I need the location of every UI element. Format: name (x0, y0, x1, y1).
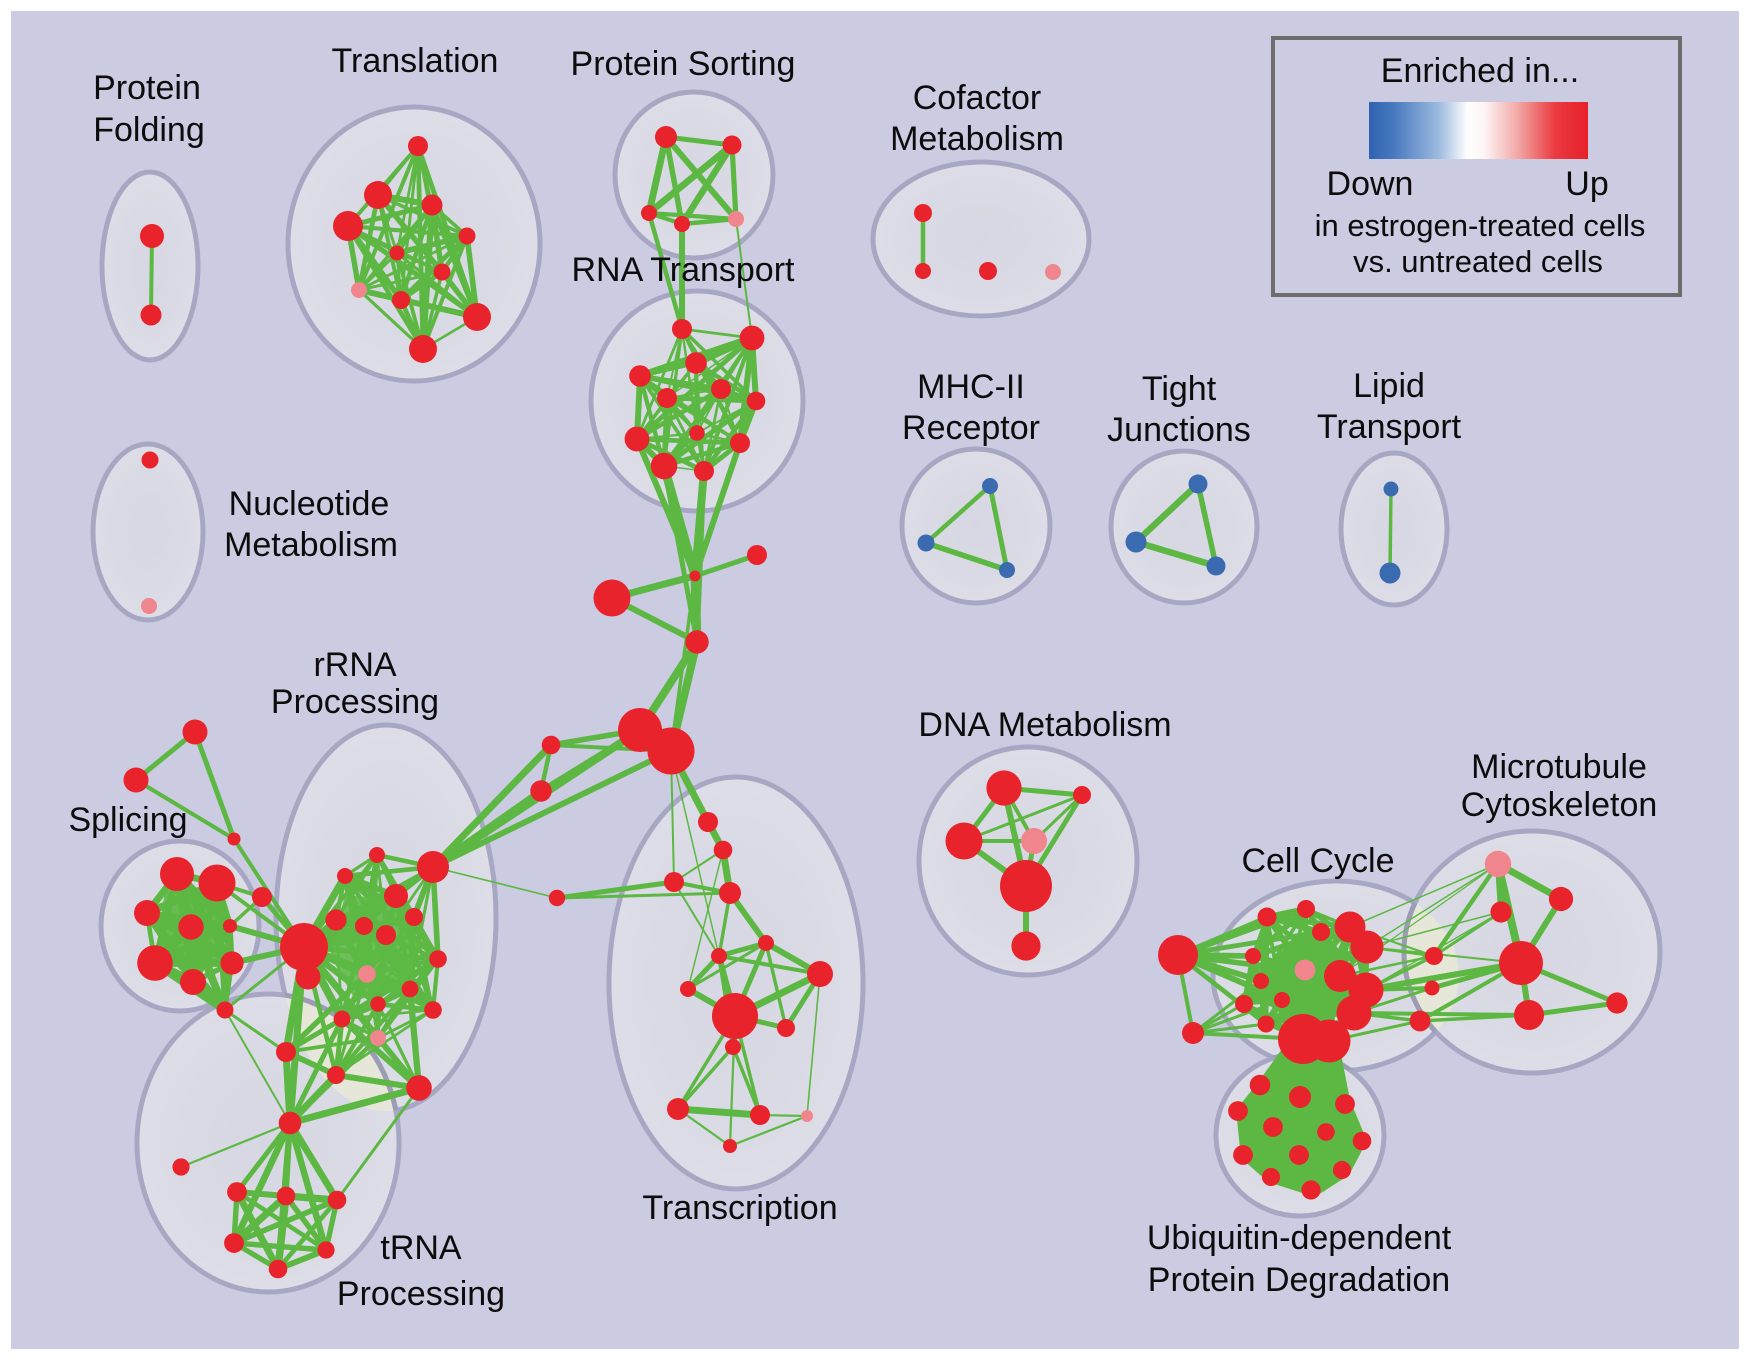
svg-text:Folding: Folding (93, 111, 205, 149)
svg-text:vs. untreated cells: vs. untreated cells (1353, 244, 1603, 279)
svg-text:Processing: Processing (337, 1275, 505, 1313)
svg-text:Receptor: Receptor (902, 409, 1040, 447)
svg-text:Protein: Protein (93, 69, 201, 107)
svg-text:Microtubule: Microtubule (1471, 748, 1647, 786)
svg-text:Transport: Transport (1317, 408, 1462, 446)
svg-text:in estrogen-treated cells: in estrogen-treated cells (1315, 208, 1646, 243)
svg-text:Splicing: Splicing (68, 801, 187, 839)
svg-text:Protein Sorting: Protein Sorting (571, 45, 796, 83)
svg-text:Tight: Tight (1142, 370, 1217, 408)
svg-text:MHC-II: MHC-II (917, 368, 1025, 406)
svg-text:RNA Transport: RNA Transport (572, 251, 796, 289)
svg-text:Metabolism: Metabolism (224, 526, 398, 564)
svg-text:tRNA: tRNA (380, 1229, 462, 1267)
svg-text:Enriched in...: Enriched in... (1381, 52, 1579, 90)
svg-text:Ubiquitin-dependent: Ubiquitin-dependent (1147, 1219, 1452, 1257)
svg-text:Translation: Translation (332, 42, 499, 80)
svg-text:Cytoskeleton: Cytoskeleton (1461, 786, 1658, 824)
svg-text:Cell Cycle: Cell Cycle (1241, 842, 1394, 880)
svg-text:DNA Metabolism: DNA Metabolism (918, 706, 1171, 744)
svg-text:Processing: Processing (271, 683, 439, 721)
svg-text:Nucleotide: Nucleotide (229, 485, 390, 523)
svg-text:Cofactor: Cofactor (913, 79, 1042, 117)
svg-text:Junctions: Junctions (1107, 411, 1251, 449)
svg-text:Up: Up (1565, 165, 1608, 203)
svg-text:Protein Degradation: Protein Degradation (1148, 1261, 1450, 1299)
svg-text:rRNA: rRNA (313, 646, 396, 684)
svg-text:Metabolism: Metabolism (890, 120, 1064, 158)
svg-text:Lipid: Lipid (1353, 367, 1425, 405)
svg-text:Down: Down (1327, 165, 1414, 203)
svg-text:Transcription: Transcription (642, 1189, 837, 1227)
